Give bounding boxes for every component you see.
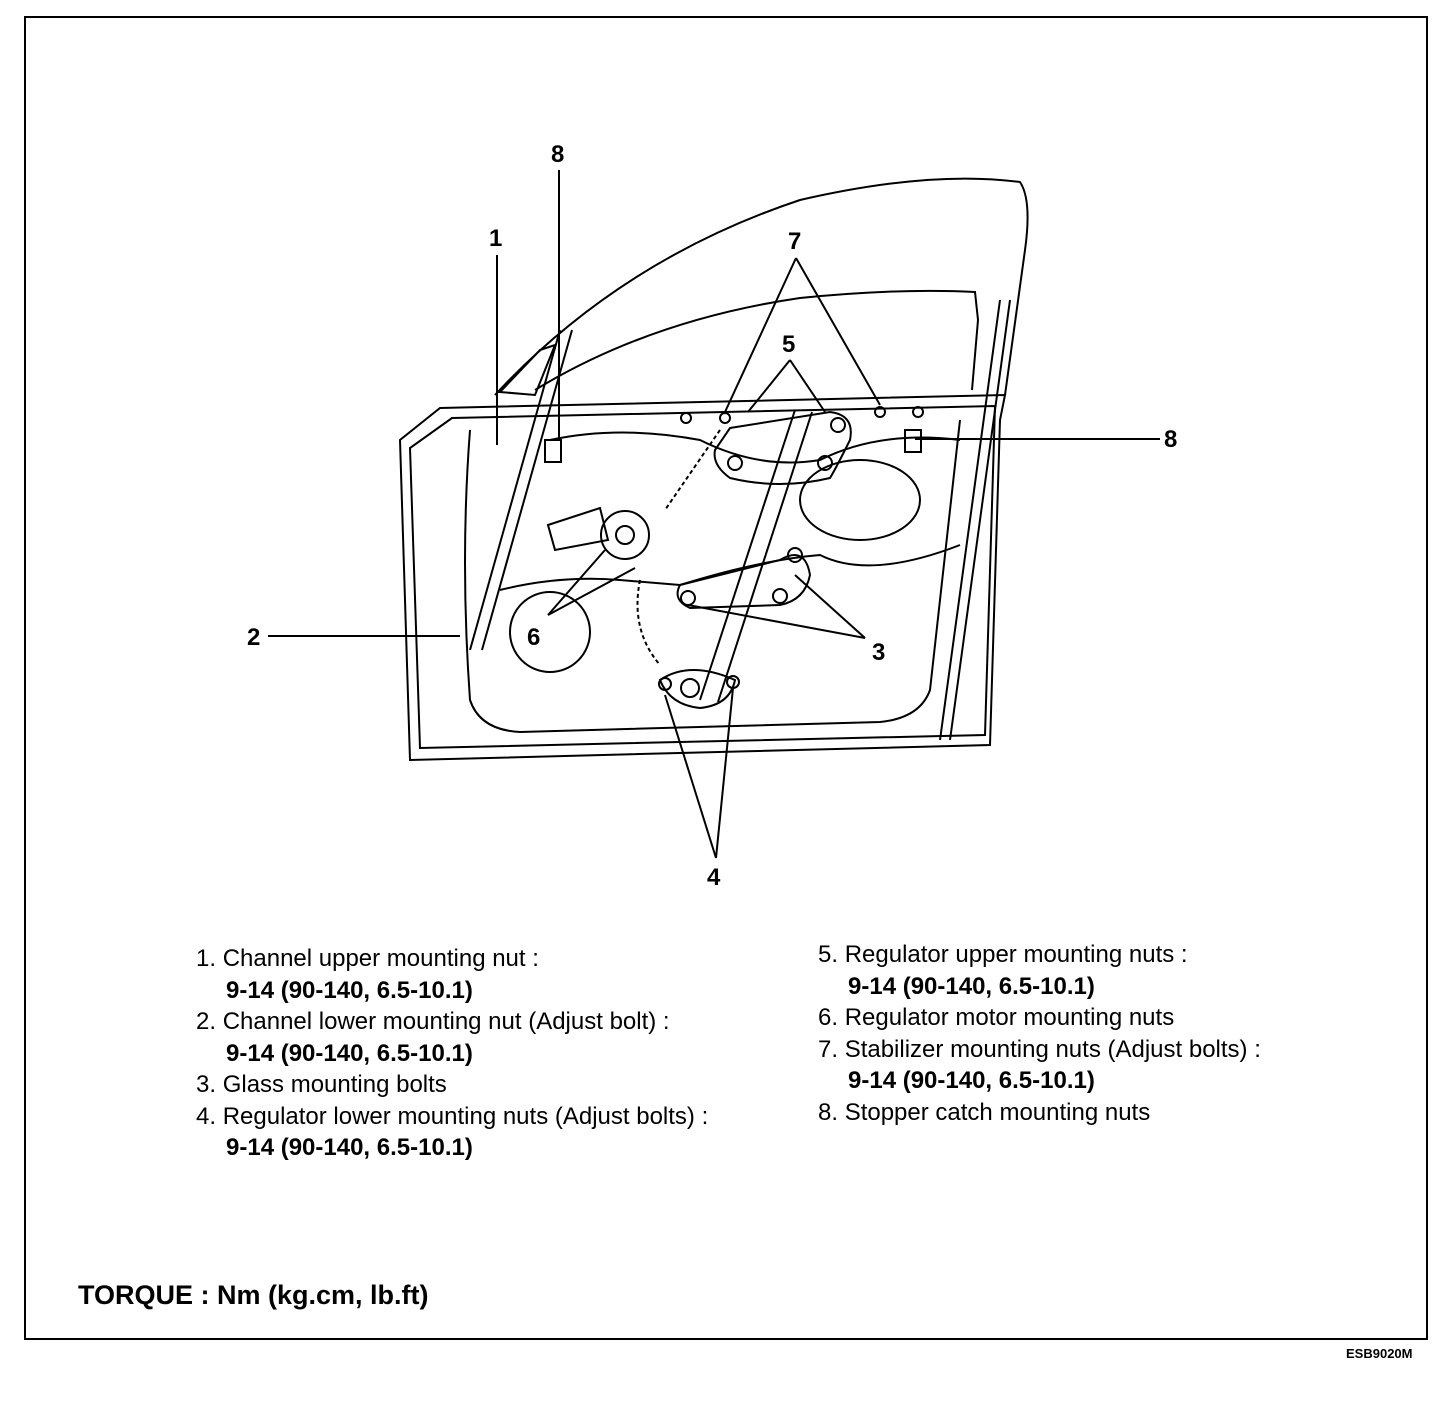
lower-panel-cutout [499,544,961,591]
window-frame-inner [534,289,980,391]
door-shell-inner [408,404,997,750]
callout-5: 5 [782,331,796,358]
legend-left: 1. Channel upper mounting nut : 9-14 (90… [196,943,708,1164]
door-opening [464,419,961,734]
callout-3: 3 [872,639,886,666]
legend-label: Regulator lower mounting nuts (Adjust bo… [222,1102,709,1130]
stopper-bracket-front [544,439,562,463]
legend-torque: 9-14 (90-140, 6.5-10.1) [226,976,473,1004]
callout-7: 7 [788,228,802,255]
callout-8-right: 8 [1164,426,1178,453]
lower-regulator-plate [676,554,812,610]
leader-5a [747,359,791,413]
leader-6a [547,549,606,616]
speaker-hole [509,591,591,673]
callout-8-top: 8 [551,141,565,168]
front-channel [469,329,573,651]
legend-label: Channel lower mounting nut (Adjust bolt)… [222,1008,670,1035]
mirror-mount [497,343,557,397]
legend-item-2: 2. Channel lower mounting nut (Adjust bo… [196,1006,708,1069]
legend-item-6: 6. Regulator motor mounting nuts [818,1004,1175,1031]
leader-5b [789,359,826,413]
legend-label: Regulator motor mounting nuts [844,1004,1175,1031]
motor-body [546,506,610,552]
rear-channel [939,299,1011,741]
regulator-motor [600,510,650,560]
regulator-cable [636,429,721,666]
callout-4: 4 [707,864,721,891]
upper-panel-cutout [549,431,961,464]
legend-item-3: 3. Glass mounting bolts [196,1071,447,1098]
legend-item-7: 7. Stabilizer mounting nuts (Adjust bolt… [818,1034,1261,1097]
service-hole-rear [799,459,921,541]
legend-item-4: 4. Regulator lower mounting nuts (Adjust… [196,1101,708,1164]
legend-torque: 9-14 (90-140, 6.5-10.1) [226,1039,473,1067]
leader-3a [687,604,866,639]
legend-label: Stabilizer mounting nuts (Adjust bolts) … [844,1035,1261,1063]
torque-unit-note: TORQUE : Nm (kg.cm, lb.ft) [78,1280,429,1310]
legend-label: Glass mounting bolts [222,1071,447,1098]
legend-item-8: 8. Stopper catch mounting nuts [818,1098,1151,1126]
leader-6b [547,567,636,616]
legend-right: 5. Regulator upper mounting nuts : 9-14 … [818,939,1261,1128]
leader-4b [715,687,734,859]
legend-label: Stopper catch mounting nuts [844,1098,1151,1126]
callout-1: 1 [489,225,503,252]
legend-torque: 9-14 (90-140, 6.5-10.1) [848,972,1095,1000]
leader-7b [795,257,881,406]
window-frame-outer [494,177,1029,396]
callout-6: 6 [527,624,541,651]
figure-code: ESB9020M [1346,1346,1413,1361]
legend-label: Channel upper mounting nut : [222,945,539,972]
legend-label: Regulator upper mounting nuts : [844,941,1188,968]
callout-2: 2 [247,624,261,651]
diagram-frame [24,16,1428,1340]
legend-torque: 9-14 (90-140, 6.5-10.1) [226,1134,473,1161]
legend-item-5: 5. Regulator upper mounting nuts : 9-14 … [818,939,1261,1002]
lower-pivot-plate [658,669,737,710]
upper-regulator-plate [713,410,852,485]
regulator-rail [699,409,813,703]
stopper-bracket-rear [904,429,922,453]
leader-7a [724,257,797,413]
legend-torque: 9-14 (90-140, 6.5-10.1) [848,1067,1095,1094]
leader-4a [664,694,717,859]
leader-3b [794,574,866,639]
legend-item-1: 1. Channel upper mounting nut : 9-14 (90… [196,943,708,1006]
